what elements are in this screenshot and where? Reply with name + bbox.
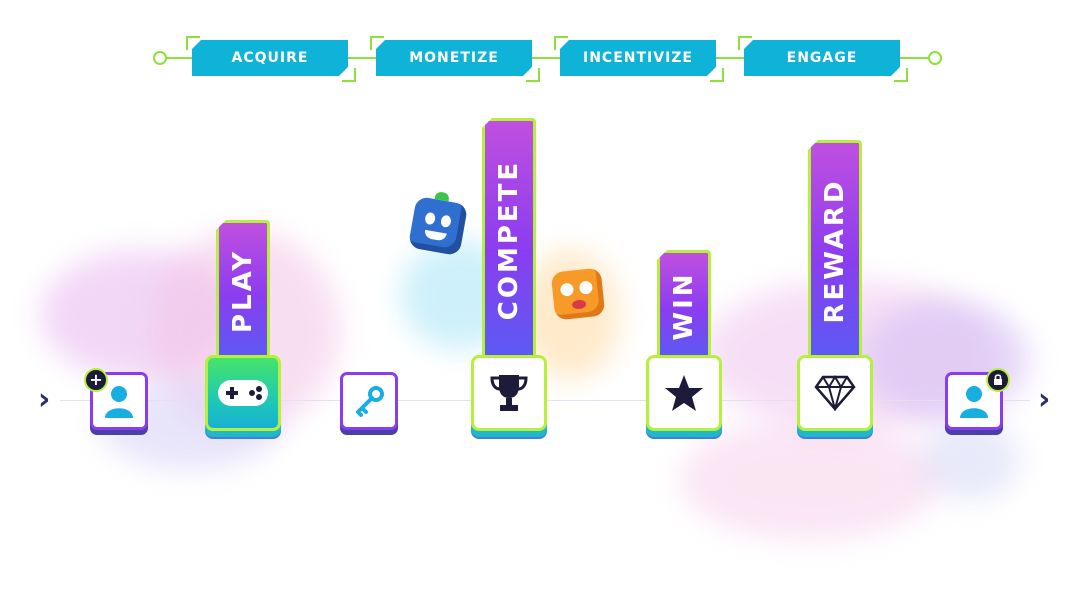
key-icon [356, 386, 384, 417]
step-tab-win: WIN [657, 250, 711, 358]
stage-monetize: MONETIZE [376, 40, 532, 76]
character-eye [439, 214, 452, 229]
step-tab-play: PLAY [216, 220, 270, 358]
star-icon [665, 375, 703, 411]
diamond-icon [814, 375, 856, 411]
lock-badge-icon [986, 368, 1010, 392]
character-eye [578, 280, 594, 295]
step-card-play[interactable] [205, 355, 281, 431]
blue-character [407, 191, 469, 257]
stage-start-dot [153, 51, 167, 65]
paint-splash [920, 420, 1020, 500]
paint-splash [680, 420, 940, 540]
step-label: REWARD [820, 177, 850, 324]
character-eye [559, 282, 575, 297]
stage-incentivize: INCENTIVIZE [560, 40, 716, 76]
bracket [186, 36, 200, 50]
bracket [894, 68, 908, 82]
character-eye [424, 211, 437, 226]
step-tab-reward: REWARD [808, 140, 862, 358]
step-label: COMPETE [494, 159, 524, 320]
next-arrow-icon[interactable]: › [1038, 382, 1051, 417]
key-node [340, 372, 398, 430]
previous-arrow-icon[interactable]: › [38, 382, 51, 417]
character-mouth [423, 229, 447, 242]
bracket [342, 68, 356, 82]
stage-end-dot [928, 51, 942, 65]
step-label: PLAY [228, 248, 258, 333]
step-card-compete[interactable] [471, 355, 547, 431]
stage-connector [163, 57, 930, 59]
stage-engage: ENGAGE [744, 40, 900, 76]
user-icon [960, 386, 988, 418]
stage-acquire: ACQUIRE [192, 40, 348, 76]
user-icon [105, 386, 133, 418]
character-leaf [434, 191, 450, 202]
step-tab-compete: COMPETE [482, 118, 536, 358]
character-mouth [571, 299, 587, 310]
plus-badge-icon: + [84, 368, 108, 392]
bracket [526, 68, 540, 82]
bracket [710, 68, 724, 82]
gamepad-icon [218, 380, 268, 406]
step-card-win[interactable] [646, 355, 722, 431]
bracket [738, 36, 752, 50]
bracket [554, 36, 568, 50]
orange-character [550, 267, 606, 321]
bracket [370, 36, 384, 50]
step-card-reward[interactable] [797, 355, 873, 431]
trophy-icon [490, 375, 528, 411]
step-label: WIN [669, 270, 699, 341]
